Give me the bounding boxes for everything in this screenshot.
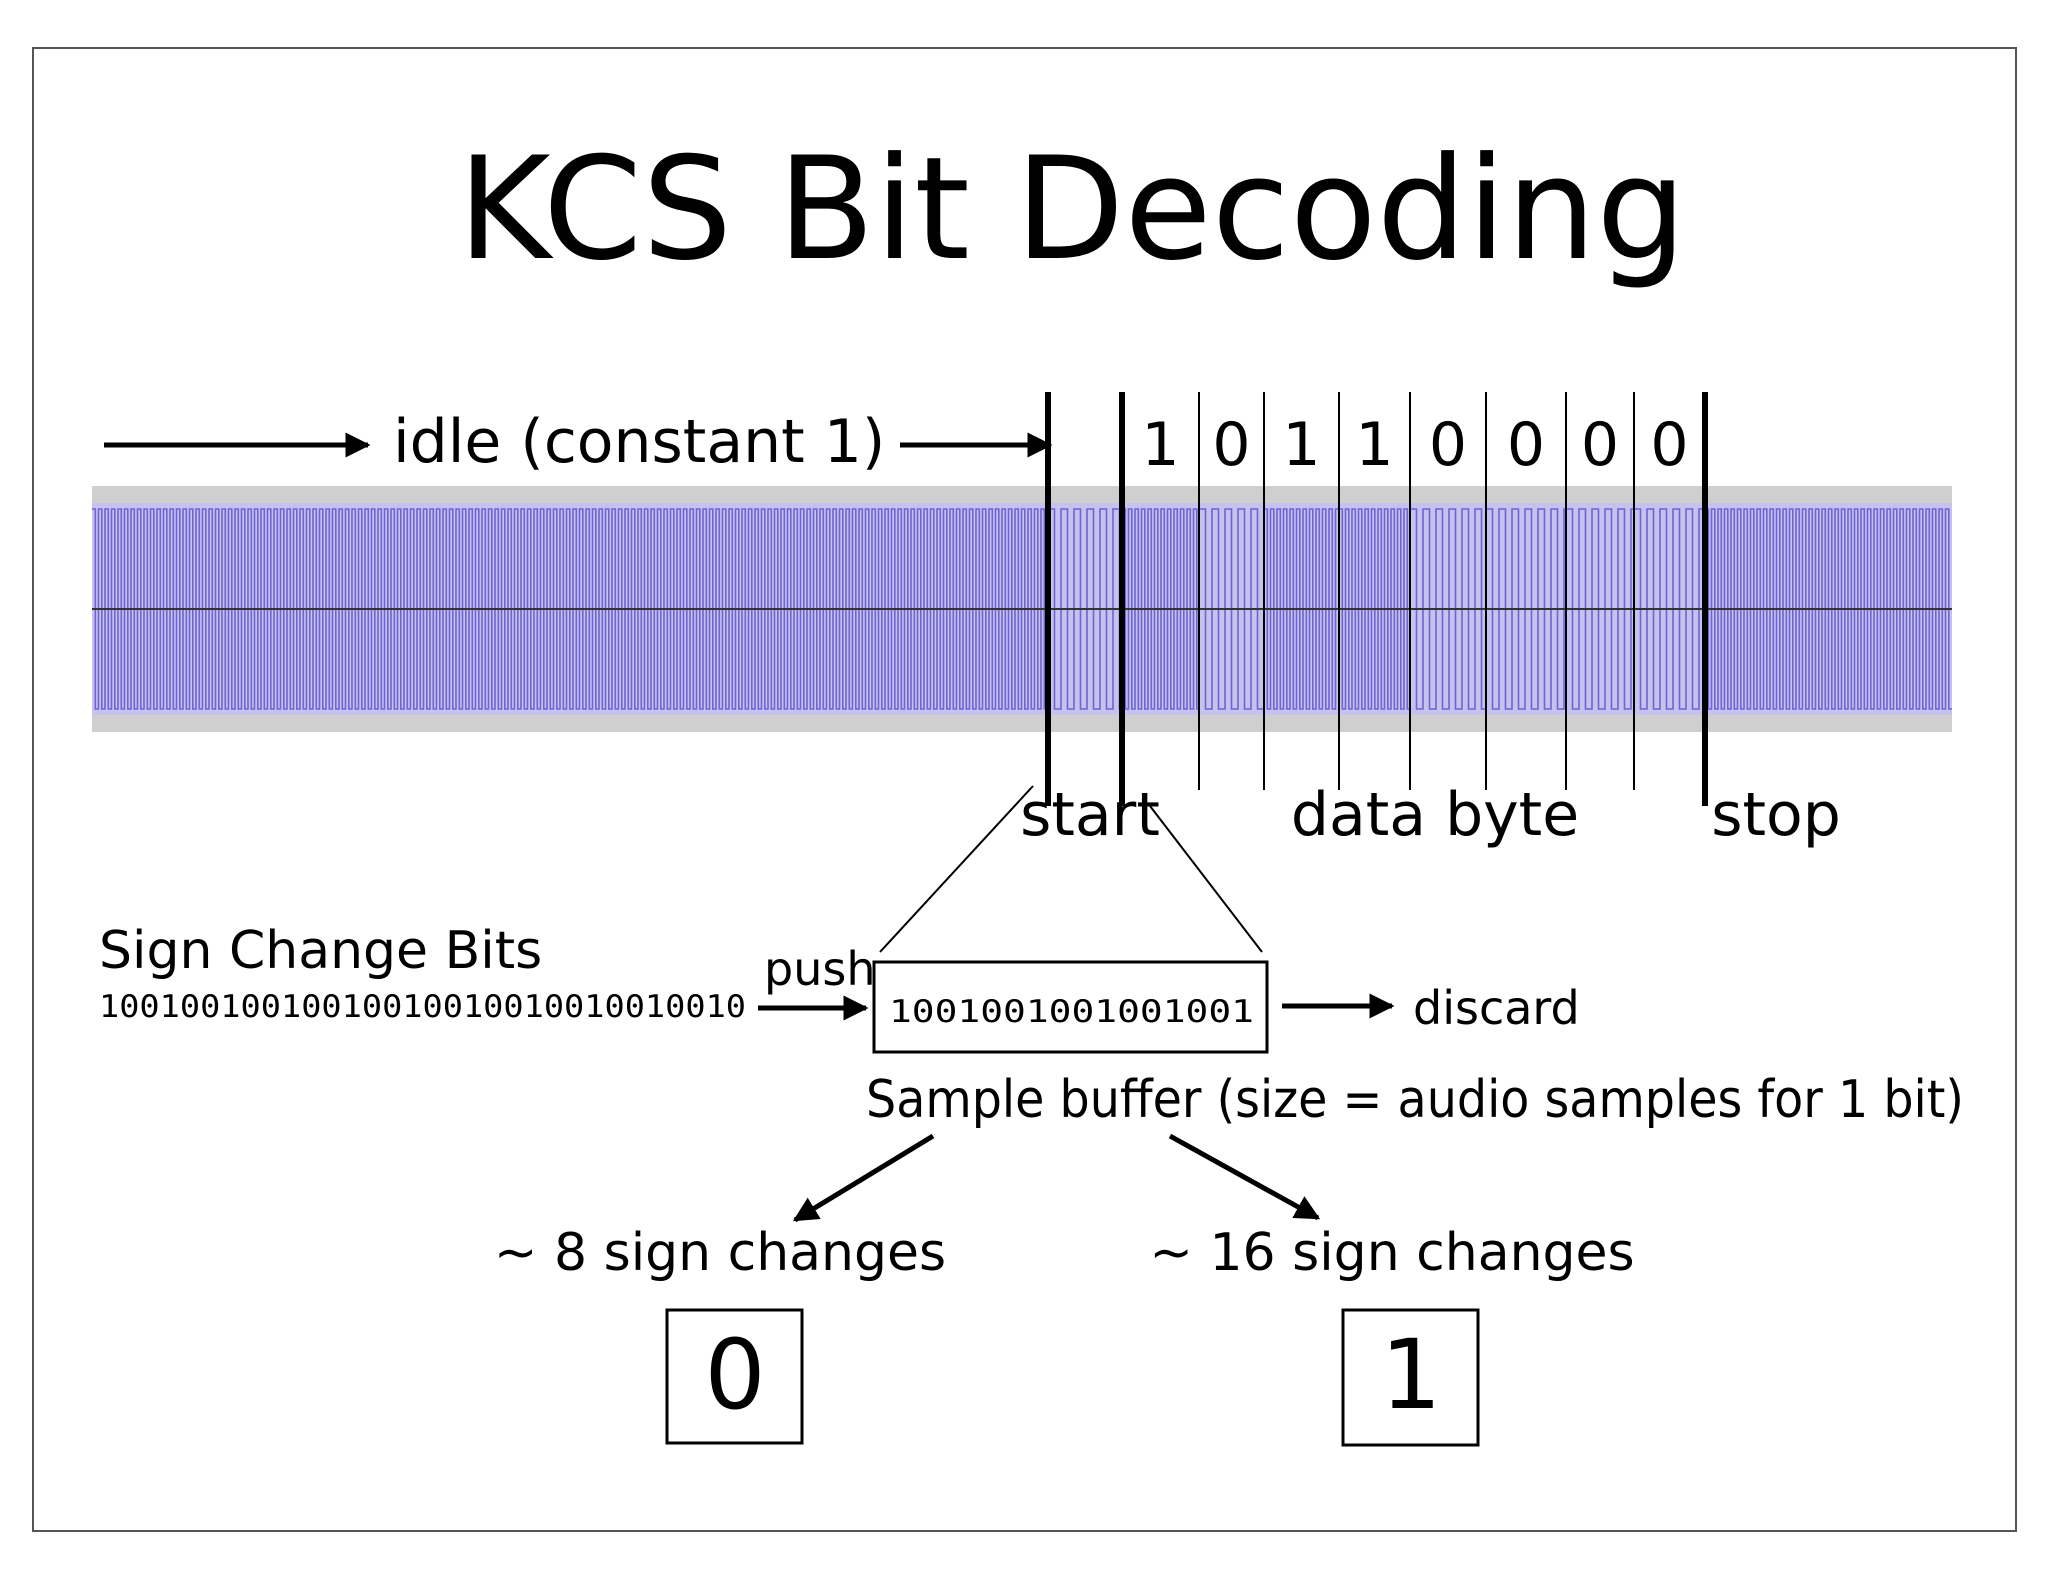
outcome-one-box — [1341, 1308, 1480, 1447]
sample-buffer-box — [872, 960, 1269, 1054]
data-bit-label: 1 — [1355, 410, 1393, 480]
zoom-line-left — [879, 785, 1034, 953]
outcome-zero-box — [665, 1308, 804, 1445]
data-bit-label: 1 — [1141, 410, 1179, 480]
arrow-to-one — [1168, 1133, 1321, 1221]
arrow-to-zero — [792, 1133, 935, 1223]
data-bit-label: 0 — [1212, 410, 1250, 480]
sample-buffer-caption: Sample buffer (size = audio samples for … — [866, 1070, 1964, 1130]
data-bit-label: 0 — [1581, 410, 1619, 480]
discard-label: discard — [1413, 981, 1580, 1035]
push-label: push — [764, 942, 875, 996]
outcome-one-bit: 1 — [1380, 1319, 1441, 1431]
idle-label: idle (constant 1) — [393, 407, 885, 477]
start-label: start — [1020, 780, 1160, 850]
data-byte-label: data byte — [1291, 780, 1579, 850]
page-title: KCS Bit Decoding — [458, 127, 1687, 292]
data-bit-label: 0 — [1650, 410, 1688, 480]
outcome-one-label: ~ 16 sign changes — [1149, 1223, 1634, 1283]
stop-label: stop — [1711, 780, 1841, 850]
zoom-line-right — [1149, 805, 1263, 953]
data-bit-label: 0 — [1507, 410, 1545, 480]
data-bit-label: 0 — [1429, 410, 1467, 480]
sample-buffer-contents: 1001001001001001 — [889, 994, 1254, 1030]
data-bit-label: 1 — [1282, 410, 1320, 480]
slide-frame — [32, 47, 2017, 1532]
sign-change-stream: 10010010010010010010010010010010 — [99, 989, 746, 1025]
outcome-zero-label: ~ 8 sign changes — [494, 1223, 946, 1283]
bit-boundaries — [1045, 392, 1708, 806]
sign-change-title: Sign Change Bits — [99, 921, 542, 981]
outcome-zero-bit: 0 — [704, 1319, 765, 1431]
